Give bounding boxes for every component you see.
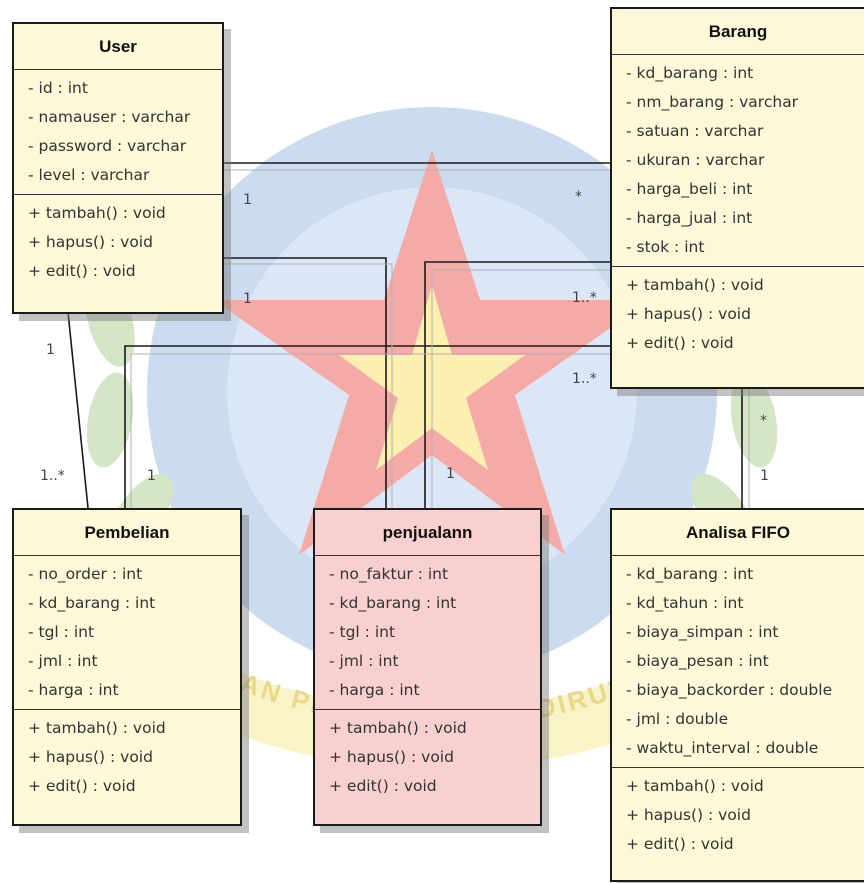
attribute: - harga_beli : int [626,180,753,198]
operation: + tambah() : void [329,719,467,737]
attribute: - biaya_pesan : int [626,652,769,670]
operation: + tambah() : void [626,276,764,294]
class-analisa-fifo-name: Analisa FIFO [612,510,864,556]
class-user-operations: + tambah() : void + hapus() : void + edi… [14,194,222,290]
attribute: - harga : int [28,681,119,699]
attribute: - ukuran : varchar [626,151,765,169]
mult-user-pembelian-pembelian: 1..* [40,468,65,484]
attribute: - kd_tahun : int [626,594,744,612]
operation: + tambah() : void [626,777,764,795]
attribute: - stok : int [626,238,705,256]
attribute: - nm_barang : varchar [626,93,799,111]
attribute: - jml : int [329,652,399,670]
attribute: - namauser : varchar [28,108,191,126]
class-pembelian-operations: + tambah() : void + hapus() : void + edi… [14,709,240,805]
attribute: - no_faktur : int [329,565,449,583]
operation: + edit() : void [626,334,734,352]
mult-user-pembelian-user: 1 [46,342,55,358]
attribute: - password : varchar [28,137,187,155]
operation: + tambah() : void [28,204,166,222]
mult-user-penjualann-user: 1 [243,291,252,307]
attribute: - biaya_simpan : int [626,623,779,641]
mult-barang-penjualann-barang: 1..* [572,290,597,306]
class-penjualann-attributes: - no_faktur : int - kd_barang : int - tg… [315,556,540,709]
attribute: - jml : double [626,710,729,728]
mult-user-barang-user: 1 [243,192,252,208]
assoc-barang-penjualann [424,261,610,508]
class-pembelian[interactable]: Pembelian - no_order : int - kd_barang :… [12,508,242,826]
assoc-barang-pembelian [124,345,610,508]
class-barang-name: Barang [612,9,864,55]
class-analisa-fifo[interactable]: Analisa FIFO - kd_barang : int - kd_tahu… [610,508,864,882]
mult-barang-fifo-fifo: 1 [760,468,769,484]
assoc-user-penjualann [222,257,387,508]
attribute: - harga_jual : int [626,209,753,227]
operation: + tambah() : void [28,719,166,737]
mult-barang-pembelian-barang: 1..* [572,371,597,387]
operation: + edit() : void [28,262,136,280]
class-analisa-fifo-attributes: - kd_barang : int - kd_tahun : int - bia… [612,556,864,767]
operation: + hapus() : void [626,806,751,824]
attribute: - satuan : varchar [626,122,764,140]
attribute: - kd_barang : int [626,565,754,583]
operation: + edit() : void [626,835,734,853]
attribute: - jml : int [28,652,98,670]
operation: + hapus() : void [329,748,454,766]
class-penjualann-operations: + tambah() : void + hapus() : void + edi… [315,709,540,805]
attribute: - tgl : int [28,623,95,641]
class-penjualann[interactable]: penjualann - no_faktur : int - kd_barang… [313,508,542,826]
class-user[interactable]: User - id : int - namauser : varchar - p… [12,22,224,314]
mult-pembelian-top: 1 [147,468,156,484]
mult-barang-fifo-barang: * [760,413,767,429]
operation: + hapus() : void [28,748,153,766]
class-barang-attributes: - kd_barang : int - nm_barang : varchar … [612,55,864,266]
attribute: - kd_barang : int [28,594,156,612]
attribute: - level : varchar [28,166,150,184]
attribute: - tgl : int [329,623,396,641]
attribute: - biaya_backorder : double [626,681,833,699]
operation: + hapus() : void [626,305,751,323]
attribute: - kd_barang : int [626,64,754,82]
attribute: - harga : int [329,681,420,699]
class-user-name: User [14,24,222,70]
watermark-ribbon [140,630,745,770]
attribute: - waktu_interval : double [626,739,819,757]
operation: + edit() : void [329,777,437,795]
class-barang-operations: + tambah() : void + hapus() : void + edi… [612,266,864,362]
class-pembelian-name: Pembelian [14,510,240,556]
class-pembelian-attributes: - no_order : int - kd_barang : int - tgl… [14,556,240,709]
class-user-attributes: - id : int - namauser : varchar - passwo… [14,70,222,194]
operation: + edit() : void [28,777,136,795]
class-penjualann-name: penjualann [315,510,540,556]
attribute: - kd_barang : int [329,594,457,612]
mult-user-barang-barang: * [575,189,582,205]
class-analisa-fifo-operations: + tambah() : void + hapus() : void + edi… [612,767,864,863]
operation: + hapus() : void [28,233,153,251]
mult-penjualann-top: 1 [446,466,455,482]
class-barang[interactable]: Barang - kd_barang : int - nm_barang : v… [610,7,864,389]
attribute: - no_order : int [28,565,143,583]
attribute: - id : int [28,79,88,97]
assoc-user-pembelian [67,311,89,509]
